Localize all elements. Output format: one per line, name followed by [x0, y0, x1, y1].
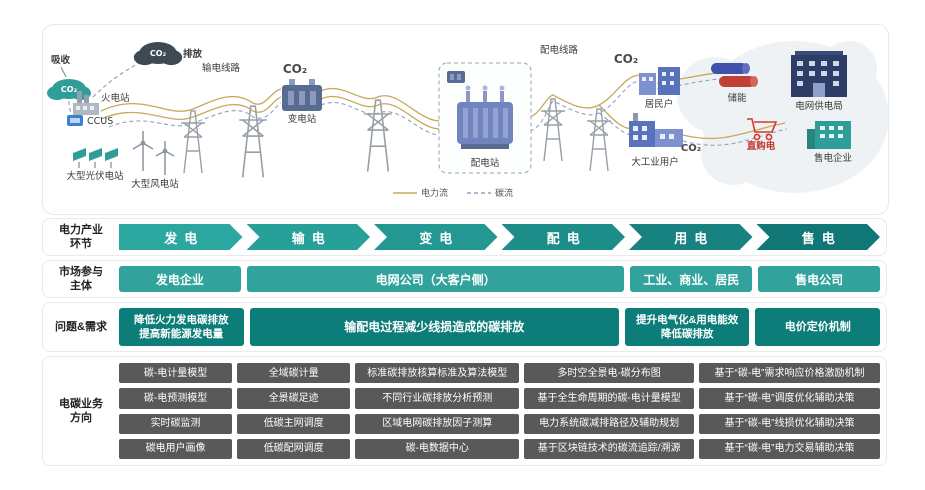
business-cell: 基于“碳-电”线损优化辅助决策	[698, 413, 880, 434]
business-cell: 基于区块链技术的碳流追踪/溯源	[524, 438, 694, 459]
transmission-label: 输电线路	[202, 62, 241, 74]
tower-icon	[363, 99, 393, 173]
tower-icon	[586, 108, 612, 172]
industry-chain-band: 电力产业 环节 发电 输电 变电 配电 用电 售电	[42, 218, 887, 256]
tower-icon	[540, 98, 566, 162]
diagram-canvas: CO₂ 吸收 CO₂ 排放 火电站 CCUS	[47, 41, 888, 199]
grid-bureau-label: 电网供电局	[795, 100, 843, 112]
business-cell: 标准碳排放核算标准及算法模型	[355, 363, 520, 384]
band-label-industry-chain: 电力产业 环节	[59, 223, 103, 250]
direct-purchase-label: 直购电	[747, 140, 776, 152]
need-generation: 降低火力发电碳排放 提高新能源发电量	[119, 308, 244, 346]
stage-transmission: 输电	[247, 224, 371, 250]
stage-distribution: 配电	[502, 224, 626, 250]
thermal-label: 火电站	[101, 92, 130, 104]
residents-label: 居民户	[645, 98, 674, 110]
participant-retailers: 售电公司	[758, 266, 880, 292]
participant-generators: 发电企业	[119, 266, 241, 292]
storage-label: 储能	[727, 92, 747, 104]
wind-icon	[132, 131, 175, 175]
business-cell: 基于全生命周期的碳-电计量模型	[524, 388, 694, 409]
business-cell: 多时空全景电-碳分布图	[524, 363, 694, 384]
residents-co2-text: CO₂	[614, 52, 638, 66]
distribution-line-label: 配电线路	[540, 44, 579, 56]
business-cell: 碳-电预测模型	[119, 388, 233, 409]
needs-row: 降低火力发电碳排放 提高新能源发电量 输配电过程减少线损造成的碳排放 提升电气化…	[119, 308, 881, 346]
business-grid: 碳-电计量模型 全域碳计量 标准碳排放核算标准及算法模型 多时空全景电-碳分布图…	[119, 363, 880, 459]
business-cell: 全域碳计量	[237, 363, 351, 384]
grid-bureau-icon	[791, 51, 847, 97]
ccus-icon	[67, 115, 83, 126]
business-cell: 碳电用户画像	[119, 438, 233, 459]
distribution-station-icon	[447, 71, 513, 149]
market-cloud-shape	[677, 41, 888, 193]
flow-legend: 电力流 碳流	[393, 187, 513, 199]
business-cell: 低碳配网调度	[237, 438, 351, 459]
stage-retail: 售电	[757, 224, 881, 250]
needs-band: 问题&需求 降低火力发电碳排放 提高新能源发电量 输配电过程减少线损造成的碳排放…	[42, 302, 887, 352]
retail-company-icon	[807, 121, 851, 149]
direct-purchase-icon	[747, 118, 778, 141]
business-cell: 全景碳足迹	[237, 388, 351, 409]
participants-row: 发电企业 电网公司（大客户侧） 工业、商业、居民 售电公司	[119, 266, 880, 292]
emission-label: 排放	[183, 48, 203, 60]
stage-generation: 发电	[119, 224, 243, 250]
band-label-business: 电碳业务 方向	[59, 397, 103, 424]
need-grid: 输配电过程减少线损造成的碳排放	[249, 308, 619, 346]
substation-icon	[282, 79, 322, 111]
business-cell: 基于“碳-电”调度优化辅助决策	[698, 388, 880, 409]
solar-label: 大型光伏电站	[66, 170, 124, 182]
stage-consumption: 用电	[629, 224, 753, 250]
participant-grid-company: 电网公司（大客户侧）	[246, 266, 625, 292]
legend-carbon-label: 碳流	[495, 187, 513, 199]
distribution-station-label: 配电站	[471, 157, 500, 169]
band-label-participants: 市场参与 主体	[59, 265, 103, 292]
industry-icon	[629, 113, 683, 147]
business-cell: 实时碳监测	[119, 413, 233, 434]
need-consumption: 提升电气化&用电能效 降低碳排放	[624, 308, 750, 346]
ccus-label: CCUS	[87, 116, 113, 127]
participants-band: 市场参与 主体 发电企业 电网公司（大客户侧） 工业、商业、居民 售电公司	[42, 260, 887, 298]
business-cell: 不同行业碳排放分析预测	[355, 388, 520, 409]
business-cell: 电力系统碳减排路径及辅助规划	[524, 413, 694, 434]
mid-co2-text: CO₂	[283, 62, 307, 76]
wind-label: 大型风电站	[131, 178, 179, 190]
stage-transformation: 变电	[374, 224, 498, 250]
business-cell: 基于“碳-电”需求响应价格激励机制	[698, 363, 880, 384]
business-cell: 碳-电数据中心	[355, 438, 520, 459]
business-band: 电碳业务 方向 碳-电计量模型 全域碳计量 标准碳排放核算标准及算法模型 多时空…	[42, 356, 887, 466]
band-label-needs: 问题&需求	[55, 320, 107, 333]
need-pricing: 电价定价机制	[755, 308, 881, 346]
thermal-plant-icon	[73, 91, 99, 115]
business-cell: 碳-电计量模型	[119, 363, 233, 384]
transmission-towers	[180, 98, 612, 179]
power-carbon-illustration: CO₂ 吸收 CO₂ 排放 火电站 CCUS	[42, 24, 889, 215]
absorb-co2-text: CO₂	[61, 85, 78, 94]
industry-co2-text: CO₂	[681, 143, 701, 154]
legend-power-label: 电力流	[421, 187, 448, 199]
industry-chain-stages: 发电 输电 变电 配电 用电 售电	[119, 224, 880, 250]
participant-users: 工业、商业、居民	[630, 266, 753, 292]
residents-icon	[639, 67, 680, 95]
industry-label: 大工业用户	[631, 156, 679, 168]
emission-co2-text: CO₂	[150, 49, 167, 58]
business-cell: 区域电网碳排放因子测算	[355, 413, 520, 434]
retail-company-label: 售电企业	[814, 152, 852, 164]
business-cell: 低碳主网调度	[237, 413, 351, 434]
business-cell: 基于“碳-电”电力交易辅助决策	[698, 438, 880, 459]
storage-icon	[711, 63, 758, 87]
absorb-arrow	[60, 66, 67, 78]
substation-label: 变电站	[288, 113, 317, 125]
absorb-label: 吸收	[51, 54, 71, 66]
solar-icon	[73, 148, 118, 168]
